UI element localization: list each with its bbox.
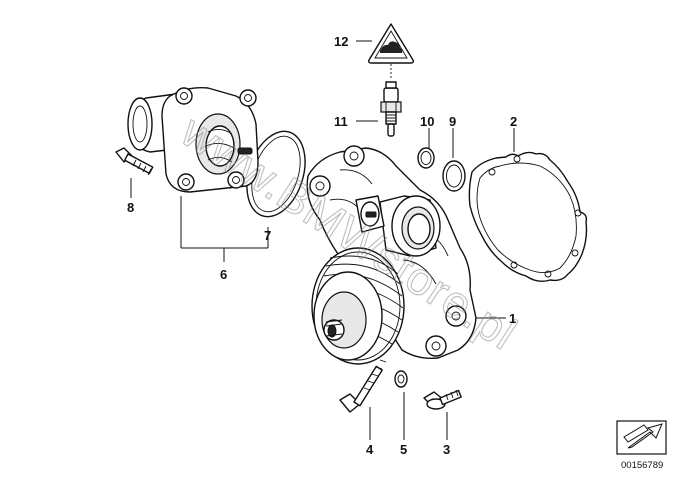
water-pump <box>306 145 477 365</box>
pump-gasket <box>468 151 588 283</box>
bolt-8 <box>115 147 154 176</box>
callout-1: 1 <box>509 311 516 326</box>
callout-3: 3 <box>443 442 450 457</box>
callout-4: 4 <box>366 442 374 457</box>
callout-10: 10 <box>420 114 434 129</box>
arrow-in-box-icon <box>616 420 667 455</box>
bolt-4 <box>339 359 387 413</box>
callout-7: 7 <box>264 228 271 243</box>
callout-2: 2 <box>510 114 517 129</box>
callout-11: 11 <box>334 114 348 129</box>
bolt-3 <box>423 389 462 410</box>
callout-6: 6 <box>220 267 227 282</box>
seal-ring-10 <box>417 147 435 169</box>
seal-ring-9 <box>442 160 466 192</box>
coolant-warning-triangle-icon <box>368 23 414 80</box>
callout-9: 9 <box>449 114 456 129</box>
document-number: 00156789 <box>621 460 663 471</box>
temperature-sensor <box>380 81 402 137</box>
callout-12: 12 <box>334 34 348 49</box>
callout-8: 8 <box>127 200 134 215</box>
washer-5 <box>394 370 408 388</box>
callout-labels: 12 11 10 9 2 1 7 6 8 4 5 3 <box>127 34 517 457</box>
callout-5: 5 <box>400 442 407 457</box>
thermostat-housing <box>127 86 259 193</box>
